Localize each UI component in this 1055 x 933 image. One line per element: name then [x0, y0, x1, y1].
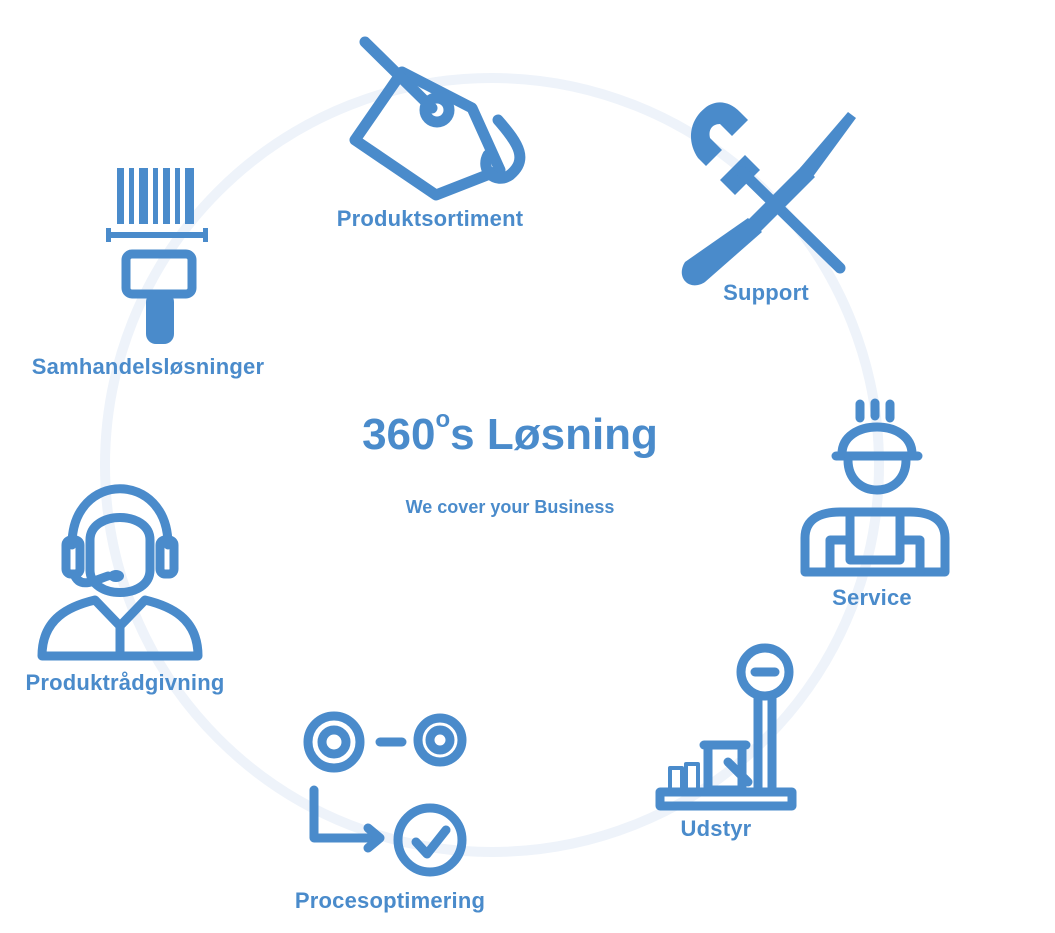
center-title: 360os Løsning [362, 406, 658, 459]
node-label: Procesoptimering [294, 888, 486, 913]
node-label: Samhandelsløsninger [31, 354, 265, 379]
center-subtitle: We cover your Business [405, 497, 615, 517]
node-label: Produktsortiment [336, 206, 524, 231]
node-label: Produktrådgivning [25, 670, 225, 695]
node-label: Udstyr [680, 816, 752, 841]
node-label: Service [832, 585, 912, 610]
node-label: Support [723, 280, 809, 305]
